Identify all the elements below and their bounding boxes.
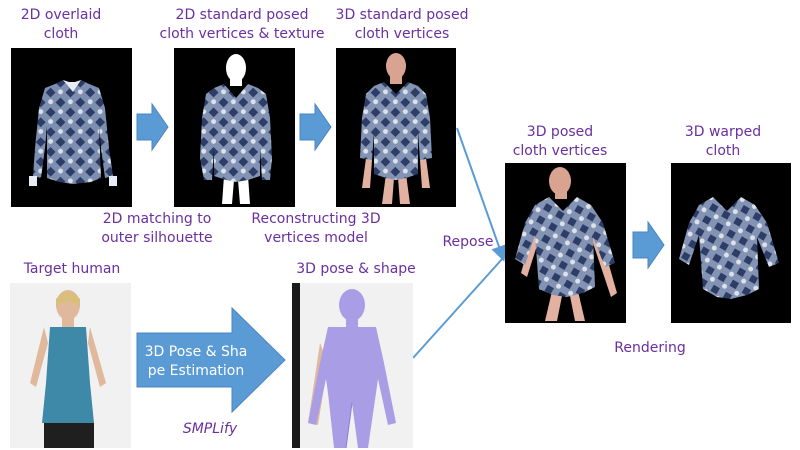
panel-3d-posed-cloth xyxy=(505,163,626,323)
panel-3d-warped-cloth xyxy=(671,163,791,323)
label-rendering: Rendering xyxy=(614,340,686,356)
arrow-3 xyxy=(632,220,665,270)
panel-target-human xyxy=(10,283,131,448)
label-2d-matching: 2D matching to outer silhouette xyxy=(101,211,213,246)
estimation-arrow xyxy=(136,306,286,414)
label-3d-posed-cloth: 3D posed cloth vertices xyxy=(512,124,608,159)
label-3d-standard-posed: 3D standard posed cloth vertices xyxy=(335,7,469,42)
panel-2d-standard-posed xyxy=(174,48,295,207)
label-3d-warped-cloth: 3D warped cloth xyxy=(684,124,762,159)
repose-connector-top xyxy=(456,127,507,262)
arrow-2 xyxy=(299,102,332,152)
label-2d-overlaid-cloth: 2D overlaid cloth xyxy=(20,7,102,42)
label-smplify: SMPLify xyxy=(182,421,238,437)
panel-2d-overlaid-cloth xyxy=(11,48,132,207)
label-repose: Repose xyxy=(442,234,494,250)
label-target-human: Target human xyxy=(23,261,121,277)
label-reconstructing: Reconstructing 3D vertices model xyxy=(251,211,381,246)
repose-connector-bottom xyxy=(412,257,504,359)
label-3d-pose-shape: 3D pose & shape xyxy=(296,261,416,277)
arrow-1 xyxy=(136,102,169,152)
panel-3d-standard-posed xyxy=(336,48,456,207)
label-2d-standard-posed: 2D standard posed cloth vertices & textu… xyxy=(159,7,325,42)
panel-3d-pose-shape xyxy=(292,283,413,448)
estimation-arrow-text: 3D Pose & Sha pe Estimation xyxy=(144,344,248,379)
